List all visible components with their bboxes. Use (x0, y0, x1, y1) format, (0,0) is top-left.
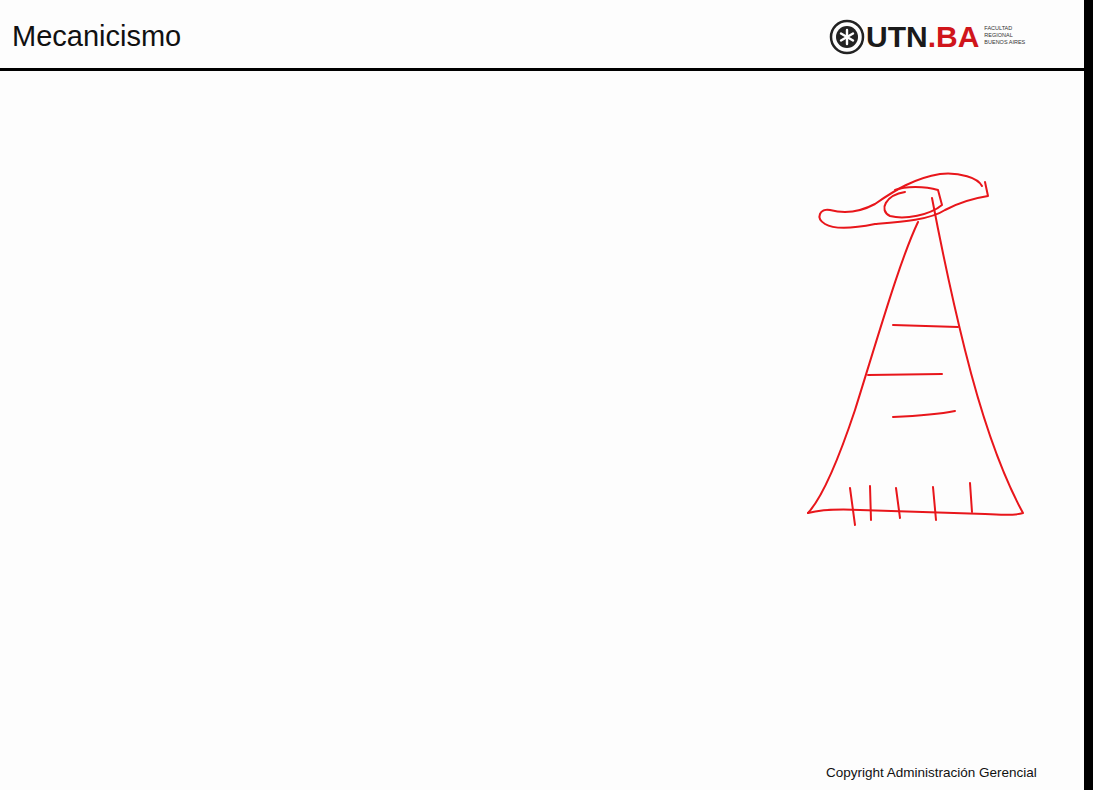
logo-faculty: FACULTAD REGIONAL BUENOS AIRES (984, 25, 1028, 46)
logo-utn: UTN (866, 21, 928, 53)
utn-logo-icon (831, 21, 863, 53)
hand-drawn-pyramid (808, 174, 1023, 525)
edge-bar (1084, 0, 1093, 790)
copyright-note: Copyright Administración Gerencial (826, 764, 1037, 782)
slide-title: Mecanicismo (12, 18, 181, 54)
logo-ba: .BA (928, 21, 980, 53)
header-rule (0, 68, 1086, 71)
